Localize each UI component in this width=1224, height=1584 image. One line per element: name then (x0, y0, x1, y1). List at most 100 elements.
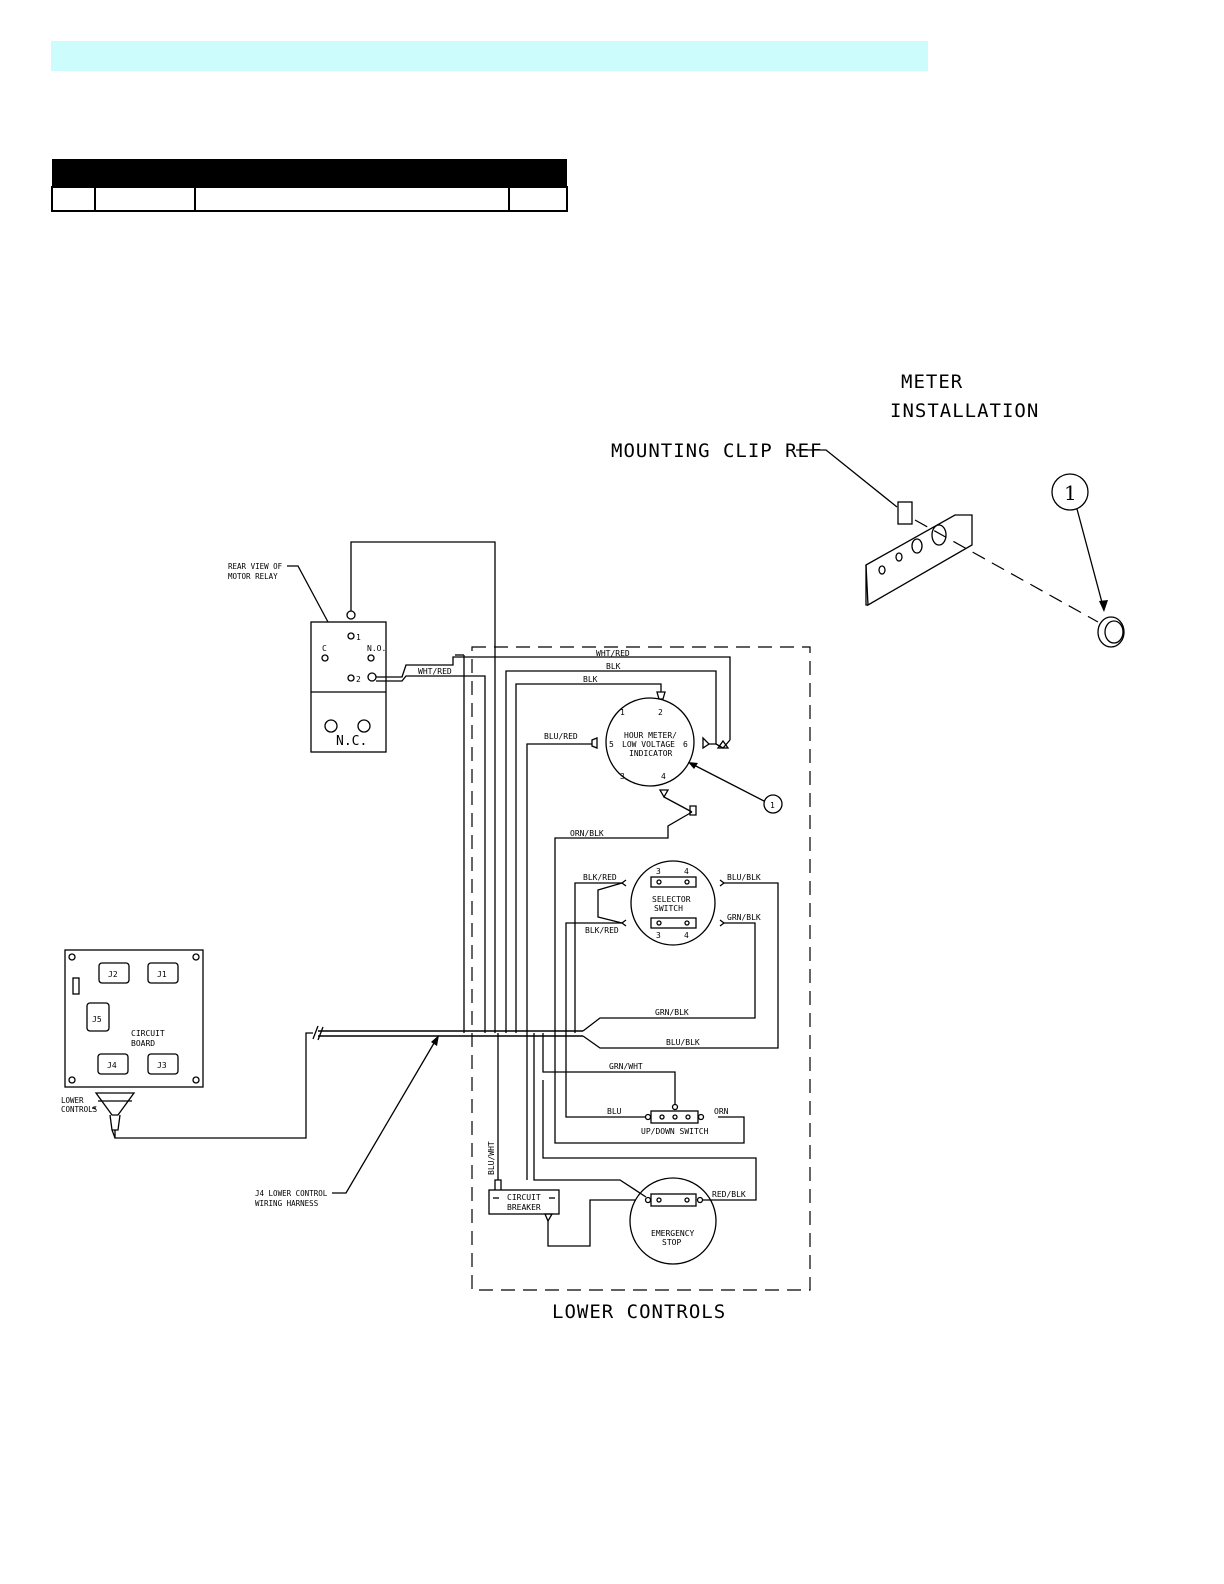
wire-label-grn-blk-1: GRN/BLK (727, 913, 761, 922)
wire-label-blu-blk-1: BLU/BLK (727, 873, 761, 882)
lower-controls-plug-label-2: CONTROLS (61, 1105, 98, 1114)
relay-terminal-no-label: N.O. (367, 644, 386, 653)
wire-blu-blk (582, 882, 779, 1049)
emergency-stop-body (629, 1177, 717, 1265)
connector-j4-label: J4 (107, 1061, 117, 1070)
hour-meter-pin-3: 3 (620, 772, 625, 781)
panel-hole (895, 552, 903, 562)
hour-meter-pin-4: 4 (661, 772, 666, 781)
selector-pin-bottom-4: 4 (684, 931, 689, 940)
hour-meter-callout-number: 1 (770, 801, 775, 810)
connector (591, 737, 598, 749)
relay-top-wire (350, 541, 496, 1033)
meter-title-line1: METER (901, 371, 963, 393)
selector-jumper (597, 882, 623, 924)
wire-label-wht-red-relay: WHT/RED (418, 667, 452, 676)
relay-nc-label: N.C. (336, 734, 367, 749)
connector-j2 (98, 962, 130, 984)
wire-grn-wht (542, 1033, 676, 1107)
selector-pin-bottom-3: 3 (656, 931, 661, 940)
wire-label-orn: ORN (714, 1107, 729, 1116)
hour-meter-callout (763, 794, 783, 814)
wire-label-grn-blk-2: GRN/BLK (655, 1008, 689, 1017)
wire-orn-blk (554, 811, 745, 1144)
connector (689, 805, 697, 816)
connector (494, 1179, 502, 1190)
meter-bezel (1097, 616, 1125, 648)
connector (656, 691, 666, 700)
motor-relay: REAR VIEW OF MOTOR RELAY 1 C N.O. 2 N.C. (228, 562, 387, 753)
emergency-stop: EMERGENCY STOP RED/BLK (629, 1177, 746, 1265)
updown-switch-body (650, 1110, 699, 1124)
wire-grn-blk (582, 922, 756, 1032)
connector (702, 736, 711, 750)
circuit-board-label-2: BOARD (131, 1039, 155, 1048)
relay-top-terminal (346, 610, 356, 620)
hour-meter-pin-2: 2 (658, 708, 663, 717)
harness-label-1: J4 LOWER CONTROL (255, 1189, 328, 1198)
callout-bubble (1051, 473, 1089, 511)
wire-label-grn-wht: GRN/WHT (609, 1062, 643, 1071)
wire-red-blk (542, 1080, 757, 1201)
panel-hole (931, 524, 947, 546)
circuit-board-label-1: CIRCUIT (131, 1029, 165, 1038)
hour-meter-callout-leader (689, 762, 765, 802)
relay-out-terminal (367, 672, 377, 682)
hour-meter-pin-1: 1 (620, 708, 625, 717)
wire-label-blu-blk-2: BLU/BLK (666, 1038, 700, 1047)
selector-label-2: SWITCH (654, 904, 683, 913)
parts-col-1 (52, 159, 95, 187)
connector (544, 1213, 554, 1223)
harness-to-board (114, 1032, 313, 1139)
selector-switch: 3 4 SELECTOR SWITCH 3 4 (620, 860, 726, 946)
lower-controls-plug (94, 1092, 136, 1116)
hour-meter-pin-6: 6 (683, 740, 688, 749)
table-cell (94, 186, 196, 212)
wire-label-wht-red-top: WHT/RED (596, 649, 630, 658)
wire-label-blu: BLU (607, 1107, 622, 1116)
wire-estop-feed (533, 1033, 647, 1198)
callout-number: 1 (1064, 481, 1077, 505)
wiring-harness-bundle (114, 1025, 583, 1139)
hour-meter-pin-5: 5 (609, 740, 614, 749)
wire-label-red-blk: RED/BLK (712, 1190, 746, 1199)
wire-blk-red-2 (565, 922, 646, 1118)
wire-wht-red-a (376, 656, 731, 740)
wire-label-blk-1: BLK (606, 662, 621, 671)
panel-hole (911, 538, 923, 554)
wire-label-blu-wht: BLU/WHT (487, 1141, 496, 1175)
mounting-clip-label: MOUNTING CLIP REF (611, 440, 822, 462)
relay-label-line1: REAR VIEW OF (228, 562, 283, 571)
emergency-stop-label-1: EMERGENCY (651, 1229, 695, 1238)
parts-col-4 (509, 159, 567, 187)
callout-leader (1076, 508, 1105, 611)
parts-table-header (52, 159, 567, 187)
relay-nc-terminal (324, 719, 338, 733)
wire-label-blk-red-1: BLK/RED (583, 873, 617, 882)
selector-switch-body (630, 860, 716, 946)
meter-title-line2: INSTALLATION (890, 400, 1039, 422)
wire-blu-red (526, 743, 592, 1180)
circuit-board-body (64, 949, 204, 1088)
parts-col-2 (95, 159, 195, 187)
meter-panel (865, 514, 973, 607)
selector-pin-top-3: 3 (656, 867, 661, 876)
connector-j1 (147, 962, 179, 984)
hour-meter-label-1: HOUR METER/ (624, 731, 677, 740)
table-cell (508, 186, 568, 212)
selector-contact-top (650, 876, 697, 888)
wire-label-orn-blk: ORN/BLK (570, 829, 604, 838)
connector-j4 (97, 1053, 129, 1075)
relay-nc-terminal (357, 719, 371, 733)
lower-controls-plug-label-1: LOWER (61, 1096, 84, 1105)
meter-installation: METER INSTALLATION MOUNTING CLIP REF 1 (611, 371, 1125, 648)
header-banner (51, 41, 928, 71)
wire-blk-1 (505, 670, 717, 1033)
hour-meter-body (605, 697, 695, 787)
wire-blk-red-1 (574, 882, 622, 1033)
circuit-breaker-body (488, 1189, 560, 1215)
connector (716, 739, 730, 749)
lower-controls-title: LOWER CONTROLS (552, 1301, 726, 1323)
selector-contact-bottom (650, 917, 697, 929)
